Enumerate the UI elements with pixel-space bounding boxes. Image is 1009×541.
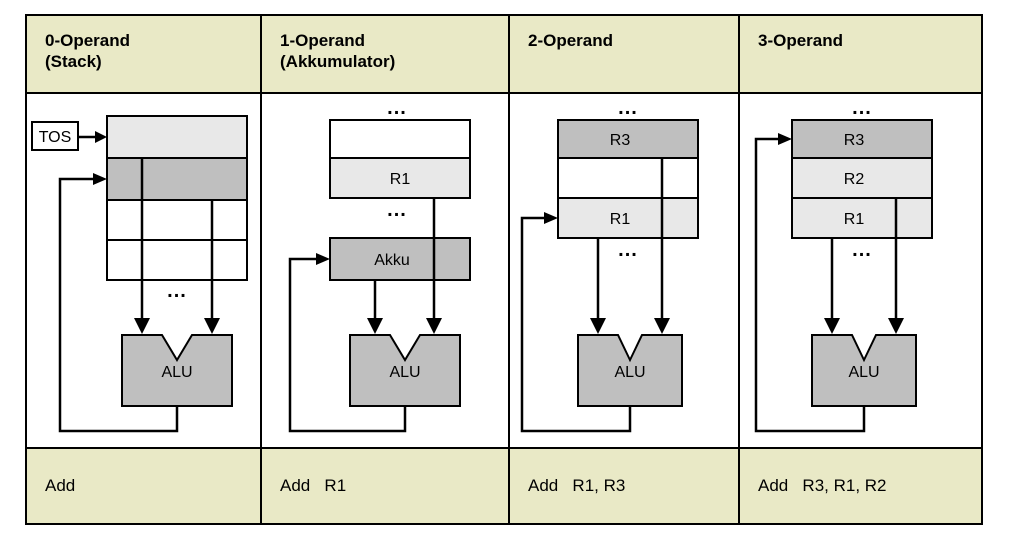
register-cell-1: [329, 157, 471, 199]
register-cell-r2: [791, 157, 933, 199]
header-subtitle-one-operand: (Akkumulator): [280, 52, 396, 72]
regfile-ellipsis-top: ...: [852, 97, 872, 119]
operand-arrow-left: [824, 318, 840, 334]
operand-arrow-left: [367, 318, 383, 334]
header-cell-zero-operand: 0-Operand (Stack): [27, 16, 262, 94]
register-cell-0: [329, 119, 471, 159]
register-label-r2: R2: [844, 171, 865, 188]
alu-shape: [577, 334, 683, 407]
header-cell-three-operand: 3-Operand: [740, 16, 981, 94]
alu-feedback-path: [754, 137, 866, 433]
alu-feedback-arrow-head: [544, 212, 558, 224]
two-operand-machine-diagram: ... R3 R1 ...: [510, 94, 738, 447]
register-cell-r1: [557, 197, 699, 239]
stack-cell-0: [106, 115, 248, 159]
header-title-two-operand: 2-Operand: [528, 31, 614, 50]
alu-feedback-path: [520, 216, 632, 433]
operand-arrow-right: [888, 318, 904, 334]
alu-feedback-path: [288, 257, 407, 433]
alu-shape: [349, 334, 461, 407]
instruction-cell-zero-operand: Add: [27, 447, 262, 523]
diagram-cell-one-operand: ... R1 ... Akku: [262, 94, 510, 447]
regfile-ellipsis-bottom: ...: [852, 239, 872, 261]
operand-format-table: 0-Operand (Stack) 1-Operand (Akkumulator…: [25, 14, 983, 525]
tos-arrow-head: [95, 131, 107, 143]
stack-cell-3: [106, 239, 248, 281]
header-subtitle-zero-operand: (Stack): [45, 52, 102, 72]
diagram-cell-three-operand: ... R3 R2 R1 ...: [740, 94, 981, 447]
operand-arrow-right: [204, 318, 220, 334]
stack-cell-1: [106, 157, 248, 201]
alu-feedback-arrow-head: [316, 253, 330, 265]
alu-shape: [811, 334, 917, 407]
alu-feedback-path: [58, 177, 179, 433]
accumulator-box: [329, 237, 471, 281]
register-label-r3: R3: [610, 132, 631, 149]
instruction-cell-one-operand: Add R1: [262, 447, 510, 523]
table-footer-row: Add Add R1 Add R1, R3 Add R3, R1, R2: [27, 447, 981, 523]
register-label-r1: R1: [610, 211, 631, 228]
stack-machine-diagram: TOS ... ALU: [27, 94, 260, 447]
alu-feedback-arrow-head: [778, 133, 792, 145]
register-label-r1: R1: [390, 171, 411, 188]
register-cell-empty: [557, 157, 699, 199]
accumulator-label: Akku: [374, 252, 410, 269]
operand-arrow-left: [590, 318, 606, 334]
alu-label: ALU: [614, 364, 645, 381]
regfile-ellipsis-top: ...: [618, 97, 638, 119]
operand-arrow-right: [654, 318, 670, 334]
accumulator-machine-diagram: ... R1 ... Akku: [262, 94, 508, 447]
diagram-cell-zero-operand: TOS ... ALU: [27, 94, 262, 447]
alu-label: ALU: [848, 364, 879, 381]
stack-ellipsis: ...: [167, 280, 187, 302]
operand-arrow-right: [426, 318, 442, 334]
header-cell-two-operand: 2-Operand: [510, 16, 740, 94]
regfile-ellipsis-top: ...: [387, 97, 407, 119]
instruction-cell-three-operand: Add R3, R1, R2: [740, 447, 981, 523]
register-label-r3: R3: [844, 132, 865, 149]
header-title-three-operand: 3-Operand: [758, 31, 844, 50]
alu-shape: [121, 334, 233, 407]
tos-pointer-box: [31, 121, 79, 151]
register-label-r1: R1: [844, 211, 865, 228]
regfile-ellipsis-bottom: ...: [618, 239, 638, 261]
alu-label: ALU: [389, 364, 420, 381]
table-header-row: 0-Operand (Stack) 1-Operand (Akkumulator…: [27, 16, 981, 94]
alu-label: ALU: [161, 364, 192, 381]
diagram-cell-two-operand: ... R3 R1 ...: [510, 94, 740, 447]
instruction-cell-two-operand: Add R1, R3: [510, 447, 740, 523]
three-operand-machine-diagram: ... R3 R2 R1 ...: [740, 94, 981, 447]
register-cell-r1: [791, 197, 933, 239]
stack-cell-2: [106, 199, 248, 241]
header-cell-one-operand: 1-Operand (Akkumulator): [262, 16, 510, 94]
alu-feedback-arrow-head: [93, 173, 107, 185]
tos-label: TOS: [39, 129, 72, 146]
operand-arrow-left: [134, 318, 150, 334]
regfile-ellipsis-bottom: ...: [387, 199, 407, 221]
header-title-one-operand: 1-Operand: [280, 31, 366, 50]
header-title-zero-operand: 0-Operand: [45, 31, 131, 50]
table-body-row: TOS ... ALU: [27, 94, 981, 447]
